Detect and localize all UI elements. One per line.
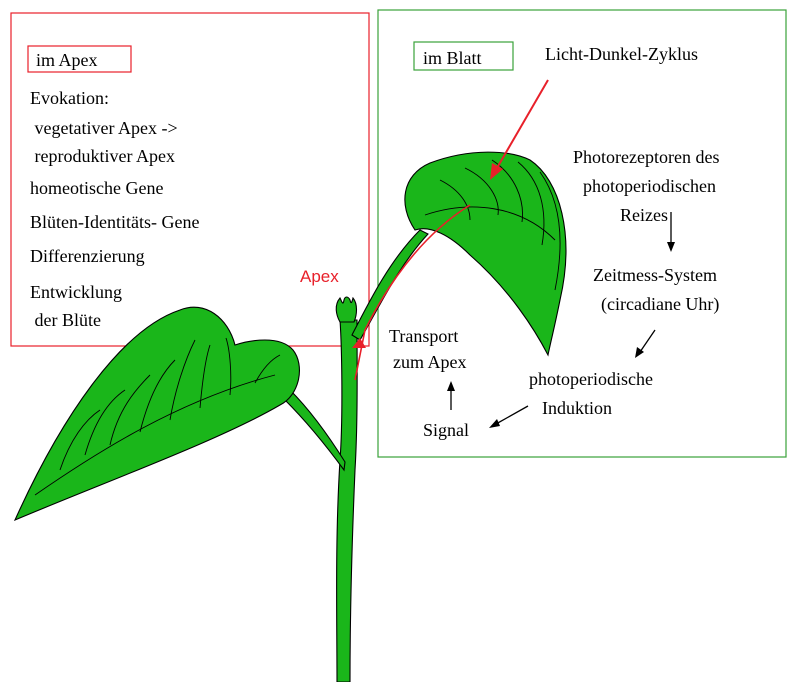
zeitmess-line-2: (circadiane Uhr) (601, 294, 719, 315)
apex-tag-box (27, 45, 132, 73)
apex-bud (335, 296, 358, 323)
induktion-line-2: Induktion (542, 398, 612, 418)
light-arrow-head (490, 163, 503, 180)
transport-line-1: Transport (389, 326, 458, 346)
blatt-tag-box (413, 41, 514, 71)
signal-label: Signal (423, 420, 469, 440)
apex-line-5: Blüten-Identitäts- Gene (30, 212, 199, 232)
apex-line-3: reproduktiver Apex (30, 146, 175, 166)
zeitmess-line-1: Zeitmess-System (593, 265, 717, 285)
apex-line-6: Differenzierung (30, 246, 145, 266)
photorezeptoren-line-1: Photorezeptoren des (573, 147, 719, 167)
apex-line-2: vegetativer Apex -> (30, 118, 178, 138)
plant-illustration (13, 151, 567, 682)
apex-line-1: Evokation: (30, 88, 109, 108)
induktion-line-1: photoperiodische (529, 369, 653, 389)
flow-arrows (447, 212, 675, 428)
apex-line-7: Entwicklung (30, 282, 122, 302)
signal-path-red (354, 204, 471, 381)
blatt-tag: im Blatt (423, 48, 482, 68)
left-petiole (284, 389, 346, 472)
light-arrow (496, 79, 549, 169)
stem (336, 319, 358, 682)
apex-line-4: homeotische Gene (30, 178, 163, 198)
blatt-panel-frame (377, 9, 787, 458)
leaf-left-icon (13, 306, 300, 522)
photorezeptoren-line-2: photoperiodischen (583, 176, 716, 196)
licht-dunkel-zyklus: Licht-Dunkel-Zyklus (545, 44, 698, 64)
transport-line-2: zum Apex (393, 352, 467, 372)
apex-tag: im Apex (36, 50, 98, 70)
apex-line-8: der Blüte (30, 310, 101, 330)
leaf-right-icon (404, 151, 567, 357)
photorezeptoren-line-3: Reizes (620, 205, 668, 225)
apex-label: Apex (300, 267, 339, 286)
signal-arrow-red (352, 338, 366, 348)
